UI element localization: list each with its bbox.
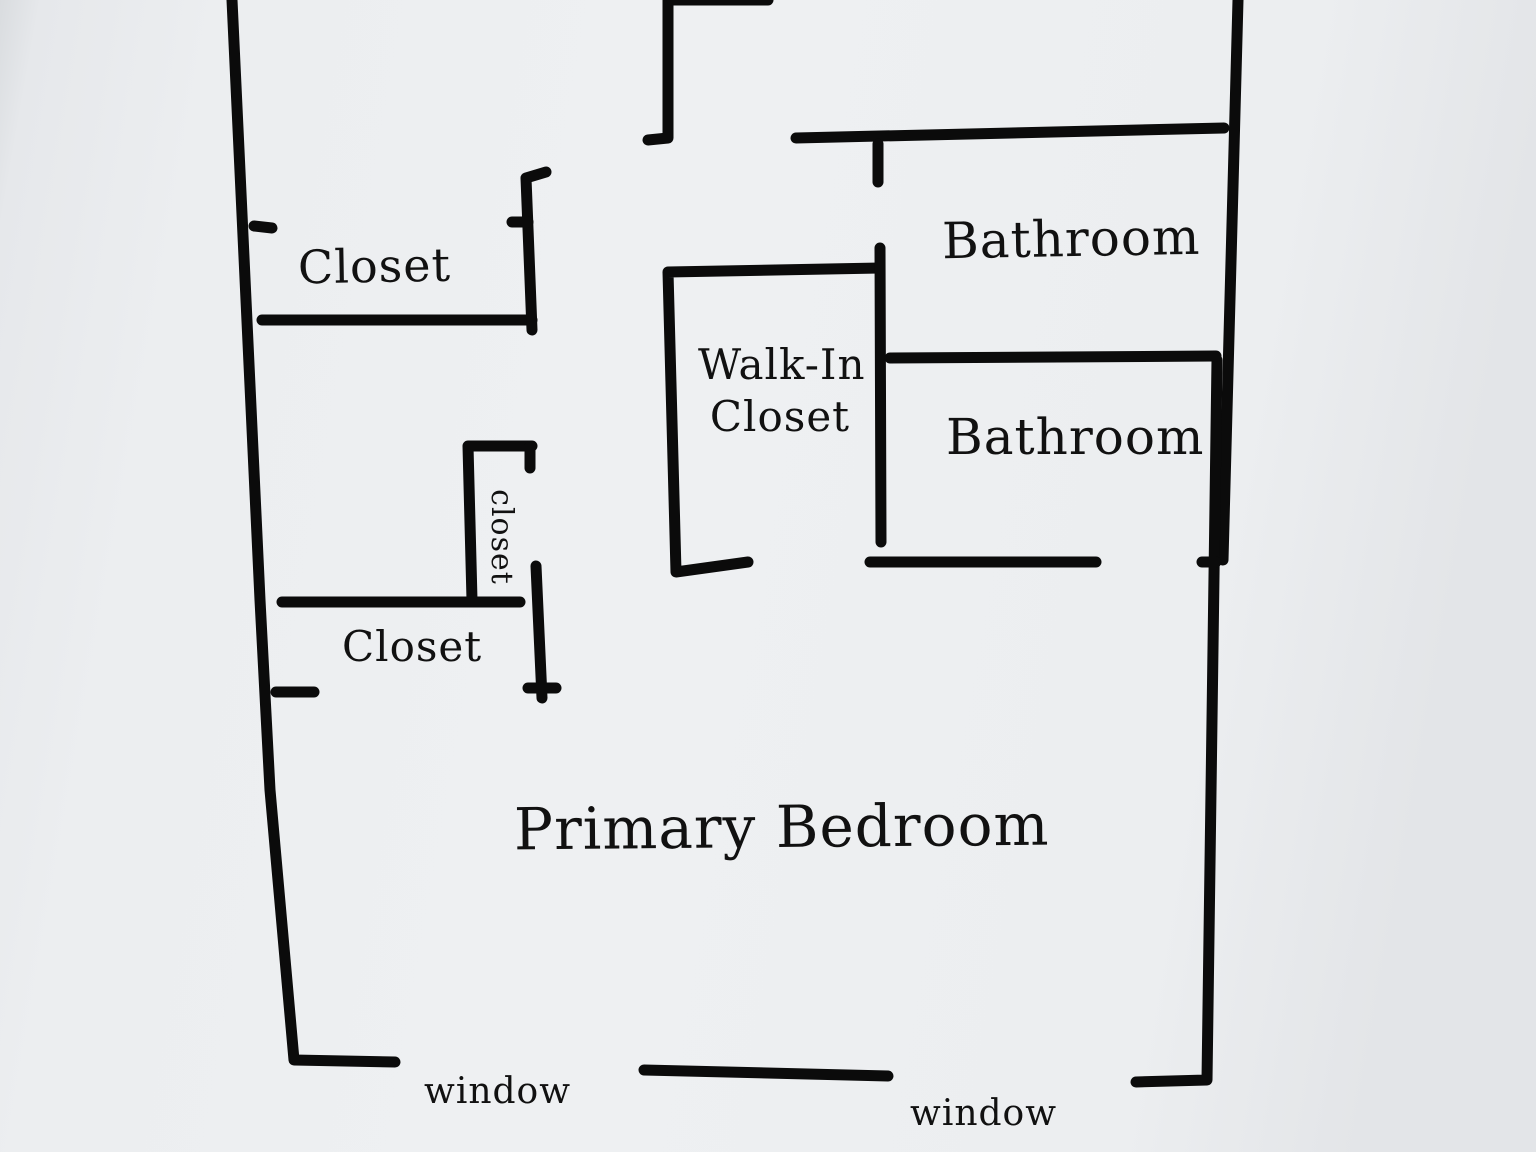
walk-in-closet-label-line1: Walk-In [698,340,866,389]
bathroom-divider-vertical [874,242,887,548]
left-outer-wall [226,0,401,1068]
walk-in-closet-label-line2: Closet [709,392,851,441]
lower-closet-right [530,560,548,704]
bathroom-top-wall [790,122,1230,144]
small-closet-walls [462,440,538,606]
right-outer-wall-upper [1217,0,1244,566]
upper-closet-right [520,166,552,336]
lower-closet-label: Closet [342,622,483,671]
walk-in-closet-walls [662,262,886,578]
lower-bathroom-label: Bathroom [946,408,1205,466]
upper-bathroom-label: Bathroom [941,207,1201,271]
primary-bedroom-label: Primary Bedroom [513,790,1050,864]
upper-closet-label: Closet [297,237,452,295]
right-outer-wall-lower [1130,354,1223,1088]
left-window-label: window [424,1071,572,1112]
walls [226,0,1244,1088]
small-closet-label: closet [484,489,519,585]
bottom-wall-middle [638,1064,894,1082]
bathroom-divider-horizontal [884,350,1222,364]
walk-in-closet-label: Walk-In Closet [698,340,866,441]
upper-closet-left-stub [248,220,278,234]
hall-wall-top [642,0,674,146]
right-window-label: window [910,1093,1058,1134]
